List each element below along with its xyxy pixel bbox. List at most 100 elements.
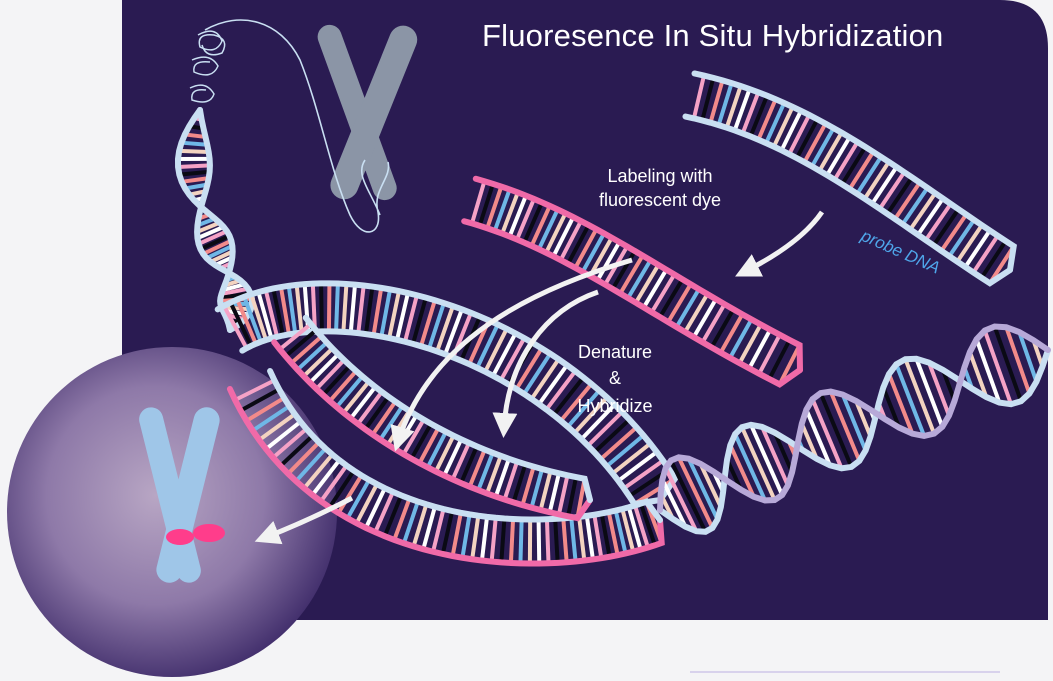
probe-dna-base-pair — [825, 136, 852, 177]
target-dna-inner-base-pair — [434, 434, 456, 473]
hybrid-dna-base-pair — [310, 458, 341, 497]
hybrid-dna-base-pair — [577, 516, 587, 561]
target-dna-upper-backbone — [239, 328, 663, 508]
right-helix-base-pair — [894, 363, 926, 437]
target-dna-inner-base-pair — [296, 341, 329, 372]
target-dna-inner-base-pair — [315, 358, 346, 391]
labeled-probe-base-pair — [757, 333, 782, 375]
target-dna-upper-base-pair — [491, 332, 518, 377]
target-dna-upper-base-pair — [356, 285, 366, 334]
target-dna-inner-base-pair — [321, 364, 352, 397]
target-dna-upper-base-pair — [341, 283, 349, 332]
labeled-probe-base-pair — [551, 216, 576, 258]
probe-dna-base-pair — [764, 102, 786, 144]
right-helix-base-pair — [686, 457, 720, 521]
upper-helix-base-pair — [205, 244, 234, 260]
labeled-probe-base-pair — [507, 194, 528, 238]
upper-helix-base-pair — [184, 132, 206, 139]
hybrid-dna-base-pair — [251, 404, 291, 433]
target-dna-upper-base-pair — [622, 458, 665, 491]
target-dna-upper-base-pair — [379, 289, 393, 337]
target-dna-upper-base-pair — [387, 290, 401, 339]
target-dna-inner-base-pair — [356, 390, 384, 426]
hybrid-dna-base-pair — [392, 497, 412, 541]
hybrid-dna-base-pair — [234, 378, 276, 402]
hybrid-dna-base-pair — [440, 510, 455, 555]
right-helix-base-pair — [941, 369, 957, 402]
labeled-probe-base-pair — [544, 212, 568, 254]
target-dna-upper-base-pair — [334, 283, 340, 332]
labeling-label-line2: fluorescent dye — [598, 190, 722, 210]
right-helix-base-pair — [914, 358, 945, 428]
chromatin-thread — [204, 19, 390, 233]
hybrid-dna-base-pair — [489, 517, 498, 562]
target-dna-upper-base-pair — [228, 301, 253, 347]
target-dna-upper-base-pair — [443, 308, 464, 356]
labeled-probe-base-pair — [642, 268, 669, 309]
probe-dna-base-pair — [779, 109, 803, 152]
hybrid-dna-base-pair — [245, 396, 286, 423]
labeled-probe-base-pair — [610, 250, 637, 290]
target-dna-upper-base-pair — [319, 283, 324, 332]
denature-label-line3: Hybridize — [577, 396, 653, 416]
right-helix-base-pair — [810, 398, 844, 470]
target-dna-upper-base-pair — [403, 294, 419, 343]
probe-dna-base-pair — [855, 155, 883, 195]
target-dna-upper-base-pair — [633, 476, 677, 506]
target-dna-inner-base-pair — [538, 470, 553, 511]
target-dna-upper-base-pair — [566, 389, 601, 429]
hybrid-dna-base-pair — [402, 500, 420, 544]
hybrid-dna-base-pair — [592, 514, 604, 559]
hybrid-dna-base-pair — [633, 504, 650, 549]
target-dna-inner-base-pair — [502, 460, 519, 501]
right-helix-backbone — [657, 323, 1051, 513]
hybrid-dna-base-pair — [258, 412, 296, 442]
hybrid-dna-base-pair — [264, 420, 302, 451]
right-helix-base-pair — [799, 422, 819, 460]
labeled-probe-base-pair — [634, 263, 661, 304]
labeled-probe-base-pair — [692, 298, 718, 339]
target-dna-inner-base-pair — [349, 385, 377, 420]
page-title: Fluoresence In Situ Hybridization — [482, 18, 944, 53]
labeled-probe-base-pair — [595, 241, 622, 282]
upper-helix-base-pair — [196, 220, 221, 234]
target-dna-inner-base-pair — [459, 445, 479, 484]
target-dna-upper-base-pair — [552, 376, 585, 417]
chromatin-coil — [189, 30, 226, 103]
hybrid-dna-base-pair — [450, 512, 463, 557]
hybrid-dna-base-pair — [638, 502, 657, 546]
target-dna-upper-base-pair — [483, 327, 509, 373]
probe-dna-base-pair — [963, 229, 992, 269]
right-helix-backbone — [657, 347, 1051, 535]
hybrid-dna-base-pair — [336, 474, 364, 515]
target-dna-upper-base-pair — [611, 441, 652, 475]
hybrid-dna-base-pair — [599, 513, 612, 558]
hybrid-dna-base-pair — [626, 506, 643, 551]
hybrid-dna-base-pair — [319, 464, 349, 503]
probe-dna-base-pair — [732, 88, 752, 132]
target-dna-upper-base-pair — [371, 287, 384, 336]
target-dna-inner-base-pair — [425, 430, 448, 469]
target-dna-upper-base-pair — [544, 369, 577, 411]
probe-dna-base-pair — [979, 239, 1008, 279]
hybrid-dna-base-pair — [518, 519, 524, 564]
fish-signal-right — [193, 524, 225, 542]
chromosome-icon — [317, 24, 418, 201]
target-dna-inner-base-pair — [378, 405, 404, 441]
target-dna-upper-base-pair — [592, 418, 631, 454]
target-dna-upper-base-pair — [599, 425, 638, 461]
target-dna-upper-base-pair — [605, 433, 645, 468]
target-dna-upper-base-pair — [529, 358, 561, 401]
upper-helix-base-pair — [222, 282, 246, 293]
target-dna-upper-base-pair — [573, 396, 609, 435]
right-helix-base-pair — [1004, 326, 1032, 395]
probe-dna-base-pair — [700, 77, 716, 121]
target-dna-upper-base-pair — [475, 323, 500, 369]
target-dna-upper-base-pair — [294, 284, 304, 333]
probe-dna-base-pair — [893, 181, 922, 221]
labeled-probe-base-pair — [558, 220, 583, 262]
labeled-probe-base-pair — [666, 283, 693, 324]
target-dna-upper-base-pair — [278, 286, 291, 335]
right-helix-base-pair — [663, 467, 699, 533]
probe-dna-base-pair — [916, 197, 945, 236]
